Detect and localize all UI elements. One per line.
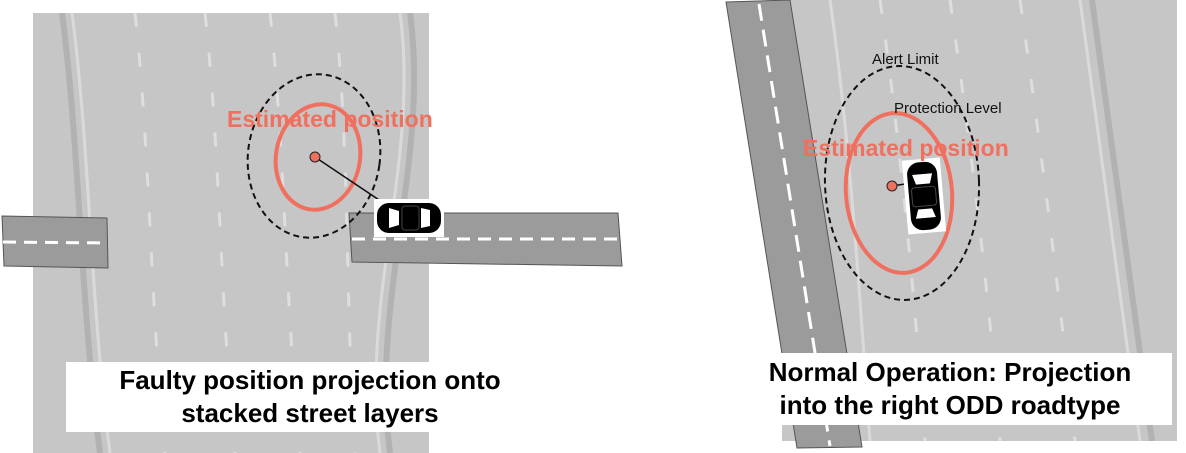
left-caption-line-1: Faulty position projection onto — [119, 365, 501, 395]
left-side-road — [1, 215, 109, 269]
left-alert-limit-ellipse — [246, 73, 382, 239]
protection-level-label: Protection Level — [894, 100, 1002, 117]
right-car-icon — [901, 157, 947, 235]
left-protection-level-ellipse — [273, 102, 363, 212]
right-caption-line-1: Normal Operation: Projection — [768, 357, 1132, 387]
right-protection-level-ellipse — [843, 111, 955, 275]
left-estimated-position-marker — [309, 151, 321, 163]
left-car-icon — [374, 199, 444, 237]
right-caption: Normal Operation: Projection into the ri… — [728, 353, 1172, 425]
right-estimated-position-marker — [886, 180, 898, 192]
right-estimated-position-label: Estimated position — [803, 135, 1009, 161]
alert-limit-label: Alert Limit — [872, 51, 940, 68]
left-estimated-position-label: Estimated position — [227, 106, 433, 132]
right-alert-limit-ellipse — [823, 65, 981, 301]
left-caption: Faulty position projection onto stacked … — [66, 362, 554, 432]
left-caption-line-2: stacked street layers — [181, 398, 439, 428]
right-caption-line-2: into the right ODD roadtype — [779, 390, 1121, 420]
